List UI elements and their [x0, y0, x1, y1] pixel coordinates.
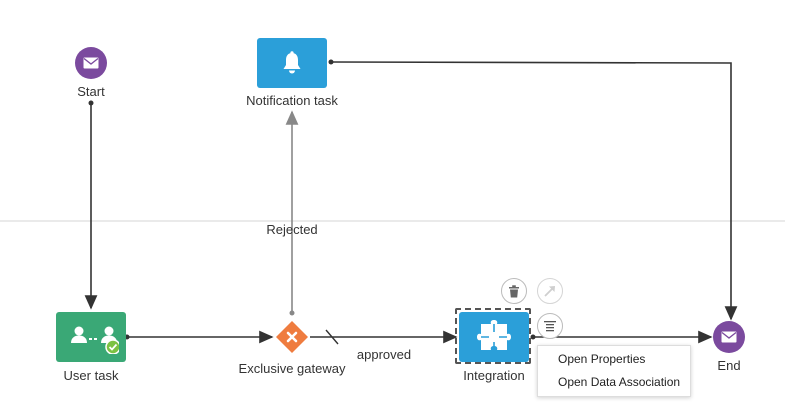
menu-item-open-data-association[interactable]: Open Data Association — [558, 375, 681, 389]
user-task-label: User task — [63, 368, 119, 383]
end-event[interactable] — [713, 321, 745, 353]
details-button[interactable] — [537, 313, 563, 339]
envelope-icon — [83, 57, 99, 69]
exclusive-gateway-label: Exclusive gateway — [238, 361, 346, 376]
trash-icon — [509, 284, 519, 297]
exclusive-gateway[interactable] — [275, 320, 309, 354]
notification-task-label: Notification task — [246, 93, 338, 108]
flow-user-task-to-gateway[interactable] — [124, 330, 274, 344]
flow-gateway-to-integration[interactable] — [310, 329, 458, 345]
end-event-label: End — [717, 358, 741, 373]
envelope-icon — [721, 331, 737, 343]
flow-gateway-to-notification[interactable] — [285, 110, 299, 316]
flow-start-to-user-task[interactable] — [84, 100, 98, 310]
context-menu: Open Properties Open Data Association — [537, 345, 691, 397]
delete-button[interactable] — [501, 278, 527, 304]
flow-integration-to-end[interactable] — [530, 330, 713, 344]
menu-item-open-properties[interactable]: Open Properties — [558, 352, 646, 366]
close-x-icon — [286, 331, 298, 343]
gateway-diamond — [276, 321, 308, 353]
details-icon — [544, 321, 556, 332]
flow-label-rejected: Rejected — [266, 222, 318, 237]
flow-notification-to-end[interactable] — [328, 59, 738, 321]
bell-icon — [283, 51, 301, 74]
connect-button[interactable] — [537, 278, 563, 304]
notification-task[interactable] — [257, 38, 327, 88]
integration-task[interactable] — [459, 312, 529, 362]
flow-label-approved: approved — [356, 347, 412, 362]
integration-task-label: Integration — [463, 368, 525, 383]
start-event-label: Start — [77, 84, 105, 99]
user-task[interactable] — [56, 312, 126, 362]
start-event[interactable] — [75, 47, 107, 79]
puzzle-icon — [477, 320, 511, 350]
arrow-icon — [544, 286, 555, 297]
selection-outline — [455, 308, 531, 364]
users-handoff-icon — [71, 326, 119, 354]
